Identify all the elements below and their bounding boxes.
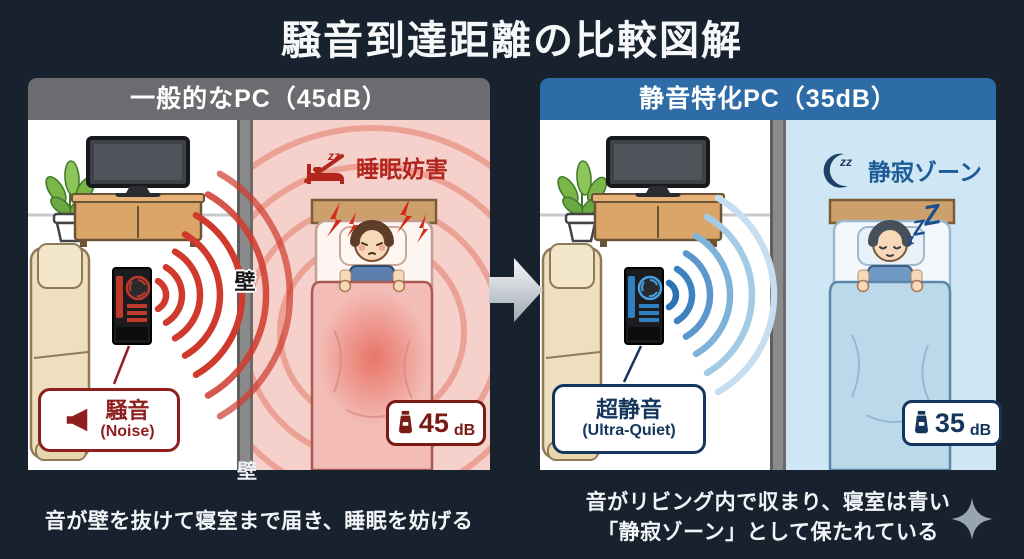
sleep-disturbance-text: 睡眠妨害	[356, 156, 448, 182]
wall-label-bottom: 壁	[237, 461, 257, 483]
bed-disturbed-illustration	[310, 198, 438, 470]
decibel-meter-icon	[914, 410, 928, 434]
caption-right-line1: 音がリビング内で収まり、寝室は青い	[585, 491, 951, 514]
noise-callout: 騒音 (Noise)	[38, 388, 180, 452]
caption-left: 音が壁を抜けて寝室まで届き、睡眠を妨げる	[44, 510, 474, 533]
caption-right-line2: 「静寂ゾーン」として保たれている	[597, 521, 939, 544]
page-title: 騒音到達距離の比較図解	[281, 19, 743, 63]
panel-normal-pc: 一般的なPC（45dB）	[28, 78, 490, 470]
db-unit: dB	[453, 422, 476, 439]
tv-stand-illustration	[71, 193, 205, 247]
sleep-disturbance-label: zz 睡眠妨害	[302, 148, 448, 186]
db-value: 35	[934, 407, 965, 438]
panel-quiet-pc-header: 静音特化PC（35dB）	[540, 78, 996, 120]
decibel-meter-icon	[398, 410, 412, 434]
quiet-zone-label: zz 静寂ゾーン	[818, 150, 982, 190]
noise-text: 騒音	[105, 398, 150, 424]
speaker-icon	[67, 408, 88, 432]
ultra-quiet-text: 超静音	[595, 397, 662, 423]
db-value: 45	[418, 407, 449, 438]
zz-text: zz	[327, 149, 340, 163]
panel-normal-pc-header: 一般的なPC（45dB）	[28, 78, 490, 120]
zzz-label: z Z Z	[903, 198, 945, 249]
tv-illustration	[606, 136, 710, 197]
pc-noise-waves	[154, 170, 294, 420]
left-room-illustration	[28, 125, 490, 470]
pc-tower-illustration	[622, 267, 664, 383]
db-badge-left: 45 dB	[386, 400, 486, 446]
panel-normal-pc-body	[28, 120, 490, 470]
sparkle-icon	[951, 498, 993, 540]
right-room-illustration	[540, 136, 956, 470]
pc-tower-illustration	[112, 267, 152, 385]
quiet-zone-text: 静寂ゾーン	[868, 159, 982, 185]
ultra-quiet-text-en: (Ultra-Quiet)	[582, 422, 676, 440]
no-sleep-icon: zz	[304, 149, 344, 184]
zz-text: zz	[839, 155, 852, 169]
ultra-quiet-callout: 超静音 (Ultra-Quiet)	[552, 384, 706, 454]
tv-illustration	[86, 136, 190, 197]
db-unit: dB	[969, 422, 992, 439]
noise-text-en: (Noise)	[100, 423, 155, 441]
wall-label-on-wall: 壁	[234, 271, 256, 294]
right-arrow-icon	[489, 258, 543, 322]
moon-icon: zz	[823, 153, 852, 188]
pc-quiet-waves	[665, 194, 778, 396]
db-badge-right: 35 dB	[902, 400, 1002, 446]
